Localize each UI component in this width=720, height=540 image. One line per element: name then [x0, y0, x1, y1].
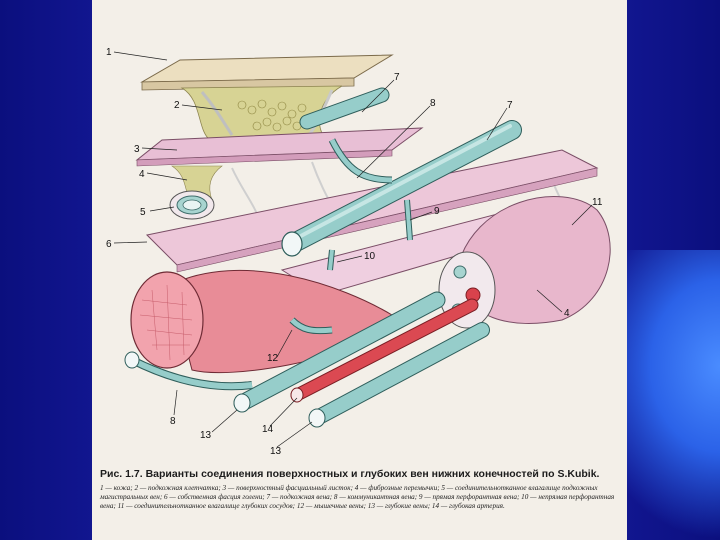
callout-8-bottom: 8: [170, 416, 176, 427]
callout-10: 10: [364, 251, 376, 262]
callout-8-top: 8: [430, 98, 436, 109]
callout-13-bottom: 13: [270, 446, 282, 457]
skin-layer: [142, 55, 392, 82]
callout-6: 6: [106, 239, 112, 250]
callout-5: 5: [140, 207, 146, 218]
callout-13-left: 13: [200, 430, 212, 441]
callout-3: 3: [134, 144, 140, 155]
callout-4-top: 4: [139, 169, 145, 180]
callout-2: 2: [174, 100, 180, 111]
callout-14: 14: [262, 424, 274, 435]
callout-7-right: 7: [507, 100, 513, 111]
callout-4-right: 4: [564, 308, 570, 319]
callout-1: 1: [106, 47, 112, 58]
callout-12: 12: [267, 353, 279, 364]
caption-legend: 1 — кожа; 2 — подкожная клетчатка; 3 — п…: [100, 484, 620, 511]
callout-9: 9: [434, 206, 440, 217]
caption-title: Рис. 1.7. Варианты соединения поверхност…: [100, 468, 620, 481]
anatomy-illustration: 1 2 3 4 5 6 7 8 7 9 10 11 4 12 8 13 14 1…: [92, 0, 627, 465]
callout-7-top: 7: [394, 72, 400, 83]
textbook-page: 1 2 3 4 5 6 7 8 7 9 10 11 4 12 8 13 14 1…: [92, 0, 627, 540]
saphenous-vein-sheath: [170, 191, 214, 219]
figure-caption: Рис. 1.7. Варианты соединения поверхност…: [100, 468, 620, 511]
callout-11: 11: [592, 197, 603, 208]
